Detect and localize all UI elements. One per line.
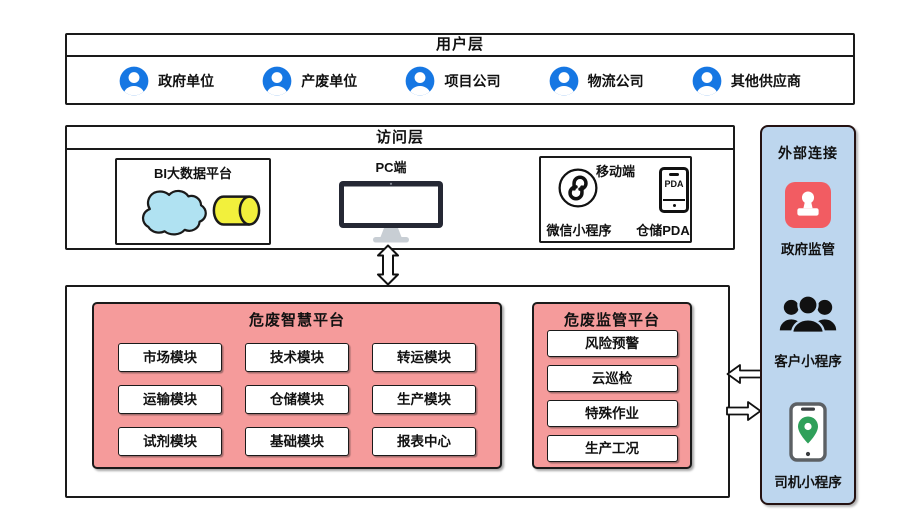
people-group-icon bbox=[779, 294, 837, 334]
database-cylinder-icon bbox=[212, 195, 261, 226]
customer-miniprogram-label: 客户小程序 bbox=[774, 354, 842, 369]
pda-screen-text: PDA bbox=[664, 179, 684, 189]
supervision-platform-modules: 风险预警 云巡检 特殊作业 生产工况 bbox=[546, 330, 678, 462]
user-avatar-icon bbox=[406, 66, 435, 96]
user-avatar-icon bbox=[692, 66, 722, 96]
user-label: 物流公司 bbox=[587, 73, 644, 89]
module-market: 市场模块 bbox=[118, 343, 222, 372]
driver-miniprogram-label: 司机小程序 bbox=[774, 475, 842, 490]
supervision-platform-title: 危废监管平台 bbox=[563, 312, 660, 329]
external-panel-title: 外部连接 bbox=[778, 145, 838, 161]
access-layer-box: 访问层 BI大数据平台 PC端 移动端 bbox=[65, 125, 735, 250]
stamp-icon bbox=[785, 182, 831, 228]
user-item-logistics-company: 物流公司 bbox=[549, 66, 644, 96]
user-label: 其他供应商 bbox=[730, 73, 801, 89]
module-warehouse: 仓储模块 bbox=[245, 385, 349, 414]
user-avatar-icon bbox=[549, 66, 579, 96]
bi-platform-box: BI大数据平台 bbox=[115, 158, 271, 245]
module-reagent: 试剂模块 bbox=[118, 427, 222, 456]
module-special-operation: 特殊作业 bbox=[546, 400, 678, 427]
access-layer-title: 访问层 bbox=[67, 127, 733, 150]
user-layer-title: 用户层 bbox=[67, 35, 853, 57]
gov-supervision-label: 政府监管 bbox=[781, 242, 835, 257]
arrow-left-icon bbox=[726, 364, 762, 384]
arrow-right-icon bbox=[726, 401, 762, 421]
module-technology: 技术模块 bbox=[245, 343, 349, 372]
module-transfer: 转运模块 bbox=[372, 343, 476, 372]
user-label: 项目公司 bbox=[444, 73, 501, 89]
user-label: 产废单位 bbox=[301, 73, 358, 89]
monitor-icon bbox=[339, 181, 443, 243]
module-production: 生产模块 bbox=[372, 385, 476, 414]
module-cloud-inspection: 云巡检 bbox=[546, 365, 678, 392]
user-layer-items: 政府单位 产废单位 项目公司 bbox=[67, 57, 853, 105]
user-item-waste-producer: 产废单位 bbox=[262, 66, 357, 96]
module-report-center: 报表中心 bbox=[372, 427, 476, 456]
user-layer-box: 用户层 政府单位 产废单位 bbox=[65, 33, 855, 105]
module-production-status: 生产工况 bbox=[546, 435, 678, 462]
user-avatar-icon bbox=[262, 66, 292, 96]
user-item-other-supplier: 其他供应商 bbox=[692, 66, 801, 96]
pc-group: PC端 bbox=[325, 157, 457, 243]
phone-location-icon bbox=[789, 402, 827, 462]
pda-label: 仓储PDA bbox=[636, 223, 690, 238]
supervision-platform-box: 危废监管平台 风险预警 云巡检 特殊作业 生产工况 bbox=[532, 302, 692, 469]
user-item-government: 政府单位 bbox=[119, 66, 214, 96]
pda-device-icon: PDA bbox=[659, 167, 689, 213]
cloud-icon bbox=[141, 189, 207, 236]
bi-platform-title: BI大数据平台 bbox=[153, 166, 232, 181]
mobile-box: 移动端 PDA 微信小程序 仓储PDA bbox=[539, 156, 692, 243]
pda-home-button bbox=[672, 204, 676, 207]
smart-platform-modules: 市场模块 技术模块 转运模块 运输模块 仓储模块 生产模块 试剂模块 基础模块 … bbox=[118, 343, 476, 456]
smart-platform-title: 危废智慧平台 bbox=[248, 312, 345, 329]
pda-divider bbox=[663, 199, 685, 201]
external-connections-panel: 外部连接 政府监管 客户小程序 司机小程序 bbox=[760, 125, 856, 505]
double-vertical-arrow-icon bbox=[377, 244, 399, 286]
wechat-miniprogram-label: 微信小程序 bbox=[546, 223, 612, 238]
mobile-title: 移动端 bbox=[595, 164, 635, 179]
platform-layer-box: 危废智慧平台 市场模块 技术模块 转运模块 运输模块 仓储模块 生产模块 试剂模… bbox=[65, 285, 730, 498]
user-item-project-company: 项目公司 bbox=[405, 66, 500, 96]
user-avatar-icon bbox=[119, 66, 149, 96]
module-transport: 运输模块 bbox=[118, 385, 222, 414]
smart-platform-box: 危废智慧平台 市场模块 技术模块 转运模块 运输模块 仓储模块 生产模块 试剂模… bbox=[92, 302, 502, 469]
user-label: 政府单位 bbox=[158, 73, 215, 89]
module-risk-warning: 风险预警 bbox=[546, 330, 678, 357]
module-basic: 基础模块 bbox=[245, 427, 349, 456]
pc-label: PC端 bbox=[375, 160, 407, 175]
wechat-miniprogram-icon bbox=[558, 168, 598, 208]
pda-speaker bbox=[669, 173, 679, 176]
